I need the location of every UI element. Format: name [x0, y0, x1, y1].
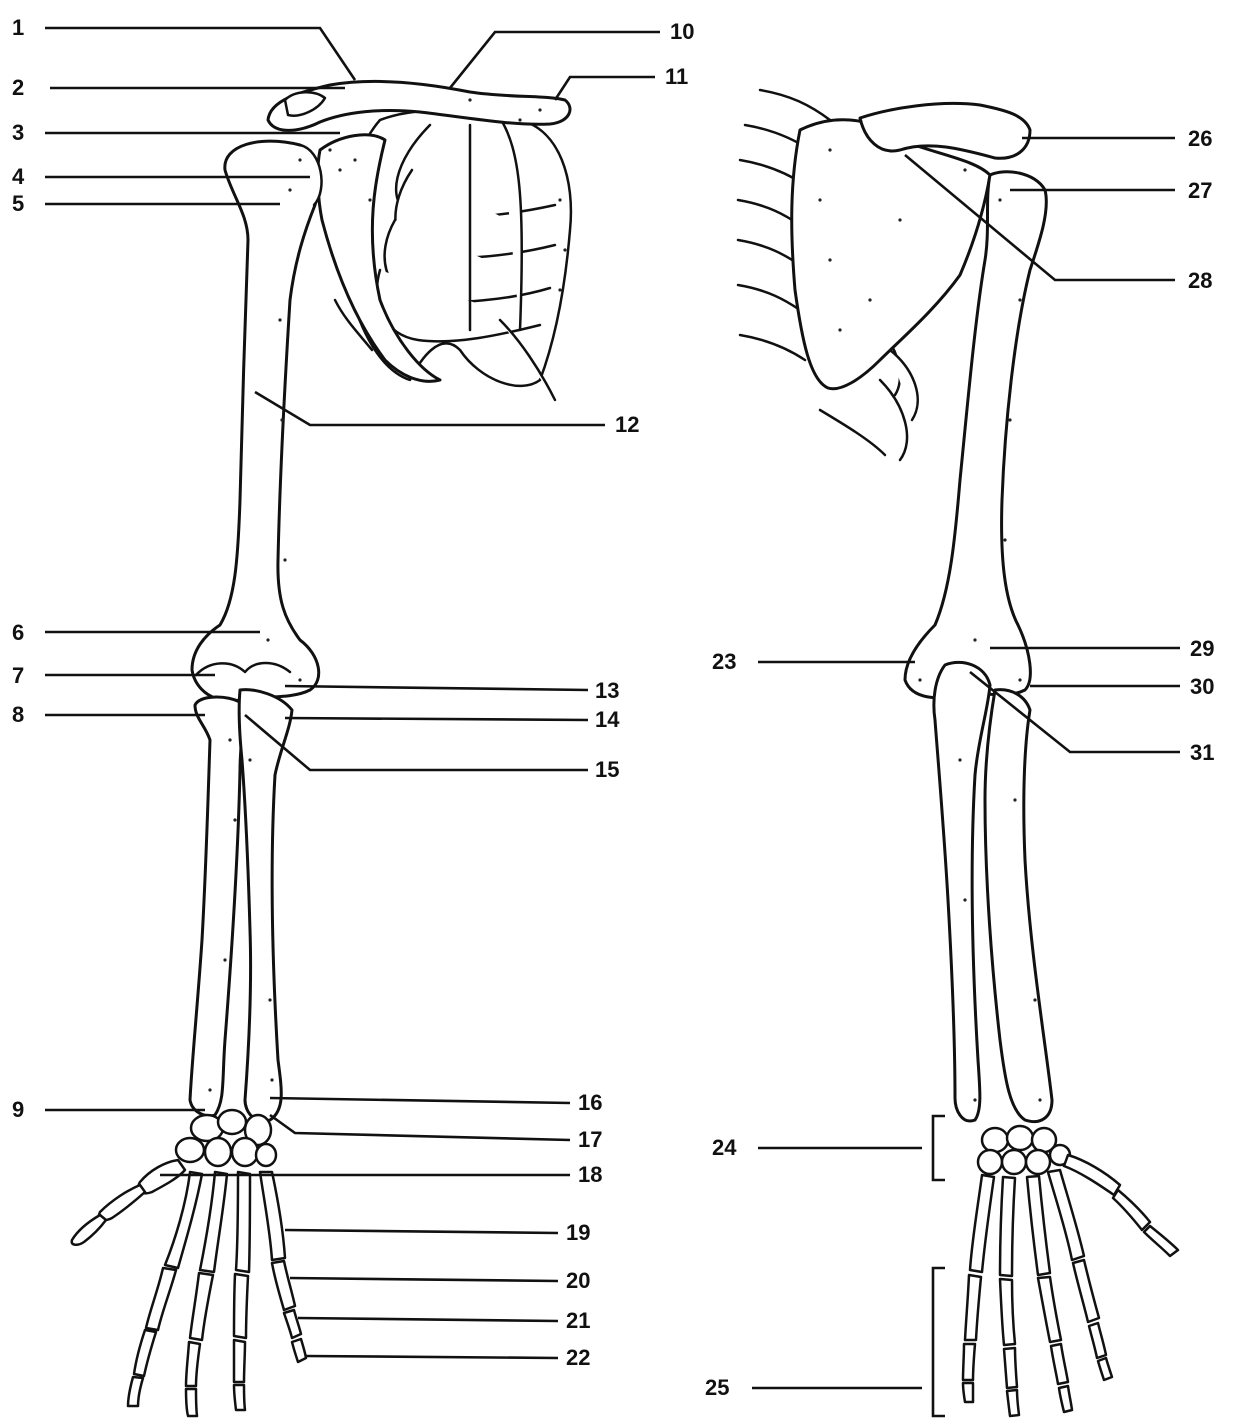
label-30: 30	[1190, 674, 1214, 699]
thumb-anterior	[72, 1160, 185, 1245]
label-27: 27	[1188, 178, 1212, 203]
label-17: 17	[578, 1127, 602, 1152]
label-1: 1	[12, 15, 24, 40]
label-14: 14	[595, 707, 620, 732]
label-16: 16	[578, 1090, 602, 1115]
label-5: 5	[12, 191, 24, 216]
label-8: 8	[12, 702, 24, 727]
label-2: 2	[12, 75, 24, 100]
carpals-anterior	[176, 1110, 276, 1166]
anterior-view: 1 2 3 4 5 6 7 8 9 10 11 12 13 14 15 16 1…	[12, 15, 694, 1416]
label-23: 23	[712, 649, 736, 674]
label-7: 7	[12, 663, 24, 688]
label-22: 22	[566, 1345, 590, 1370]
label-25: 25	[705, 1375, 729, 1400]
label-21: 21	[566, 1308, 590, 1333]
label-13: 13	[595, 678, 619, 703]
label-10: 10	[670, 19, 694, 44]
label-19: 19	[566, 1220, 590, 1245]
label-11: 11	[665, 64, 688, 89]
scapula-posterior	[792, 120, 990, 389]
label-31: 31	[1190, 740, 1214, 765]
fingers-anterior	[128, 1172, 306, 1416]
humerus-anterior	[192, 141, 319, 701]
label-9: 9	[12, 1097, 24, 1122]
label-15: 15	[595, 757, 619, 782]
radius-anterior	[190, 697, 242, 1116]
label-20: 20	[566, 1268, 590, 1293]
label-28: 28	[1188, 268, 1212, 293]
label-26: 26	[1188, 126, 1212, 151]
label-12: 12	[615, 412, 639, 437]
carpals-posterior	[978, 1126, 1070, 1174]
ulna-posterior	[934, 662, 990, 1121]
radius-posterior	[985, 690, 1052, 1122]
posterior-view: 23 24 25 26 27 28 29 30 31	[705, 90, 1214, 1416]
label-4: 4	[12, 164, 25, 189]
label-3: 3	[12, 120, 24, 145]
fingers-posterior	[963, 1170, 1112, 1416]
label-24: 24	[712, 1135, 737, 1160]
label-18: 18	[578, 1162, 602, 1187]
label-6: 6	[12, 620, 24, 645]
ulna-anterior	[239, 690, 292, 1121]
label-29: 29	[1190, 636, 1214, 661]
